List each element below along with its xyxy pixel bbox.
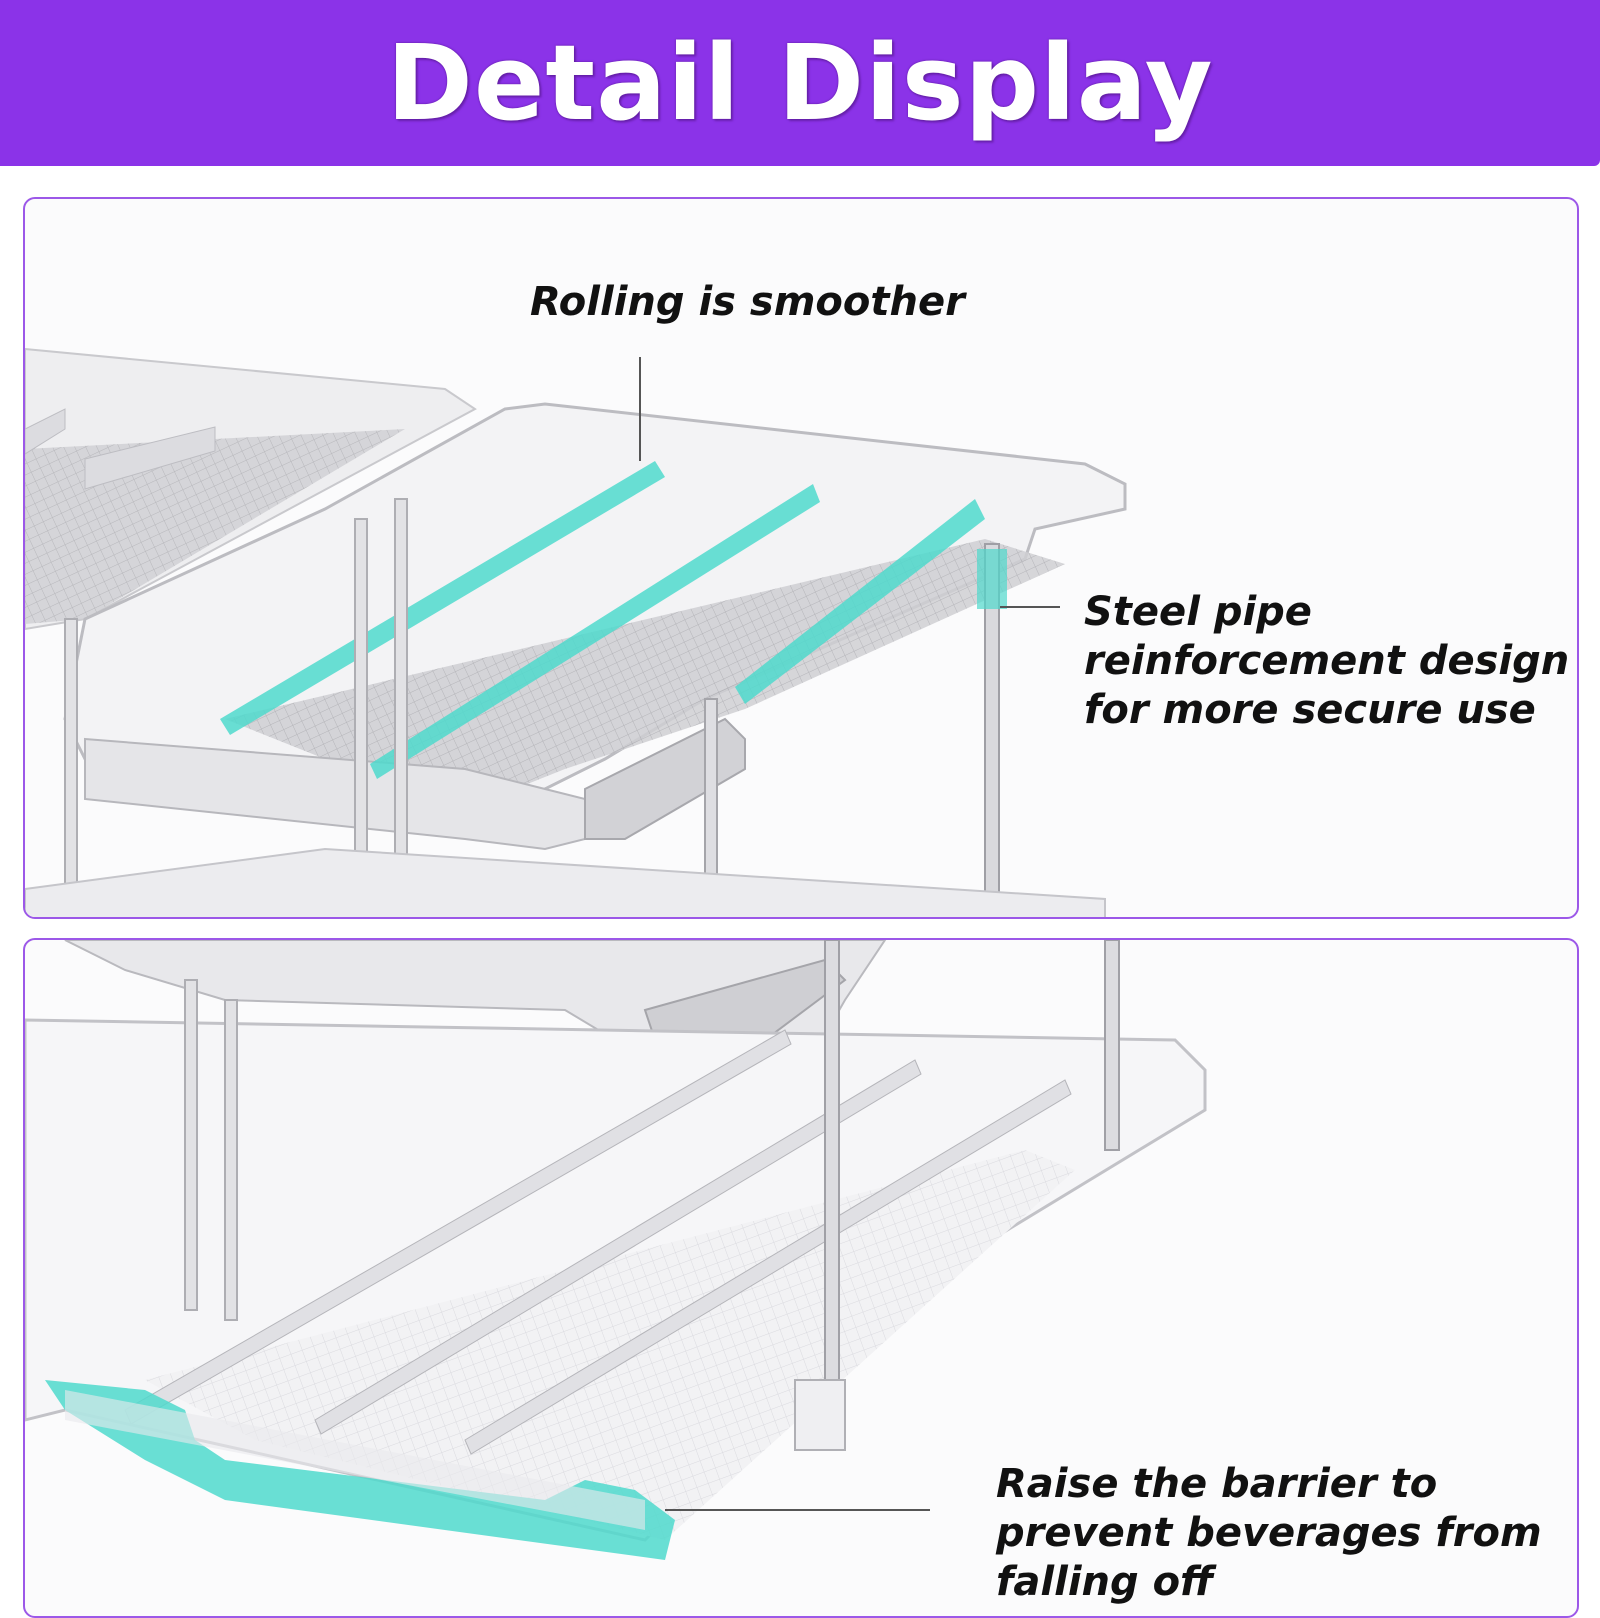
callout-barrier: Raise the barrier to prevent beverages f… [996,1461,1542,1605]
lower-tier-illustration [25,940,1207,1560]
upper-tier-illustration [25,347,1127,917]
callout-steel-pipe: Steel pipe reinforcement design for more… [1084,589,1570,733]
header-banner: Detail Display [0,0,1600,166]
page-title: Detail Display [386,22,1214,144]
callout-rolling: Rolling is smoother [530,279,965,325]
lower-tier-photo-panel [23,938,1579,1618]
upper-tier-photo-panel [23,197,1579,919]
